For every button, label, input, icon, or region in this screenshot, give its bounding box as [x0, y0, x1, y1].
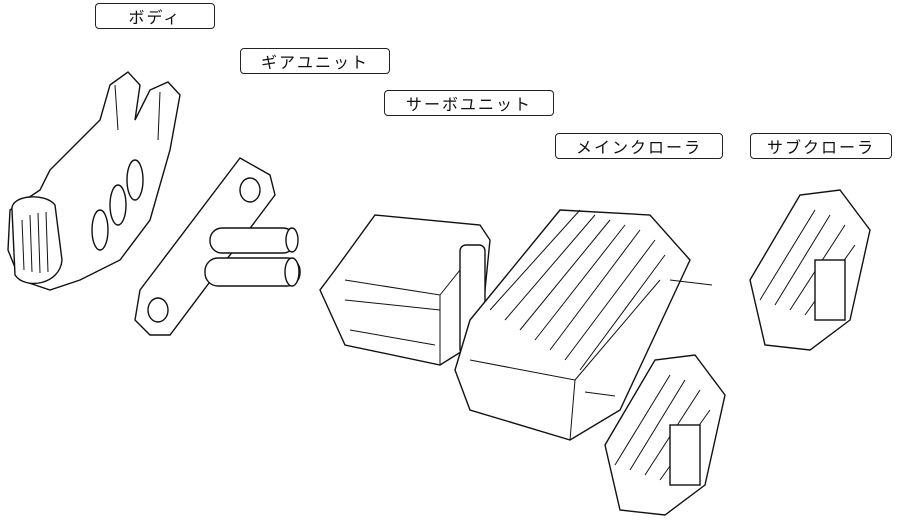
label-sub-crawler: サブクローラ — [750, 133, 892, 159]
label-main-crawler: メインクローラ — [555, 133, 723, 159]
sub-crawler-part-upper — [749, 189, 871, 351]
body-part — [7, 71, 181, 291]
sub-crawler-part-lower — [604, 354, 726, 516]
label-body: ボディ — [95, 3, 215, 29]
label-gear-unit: ギアユニット — [240, 48, 390, 74]
gear-unit-part — [134, 157, 301, 336]
label-servo-unit: サーボユニット — [384, 90, 554, 116]
main-crawler-part — [454, 209, 713, 441]
